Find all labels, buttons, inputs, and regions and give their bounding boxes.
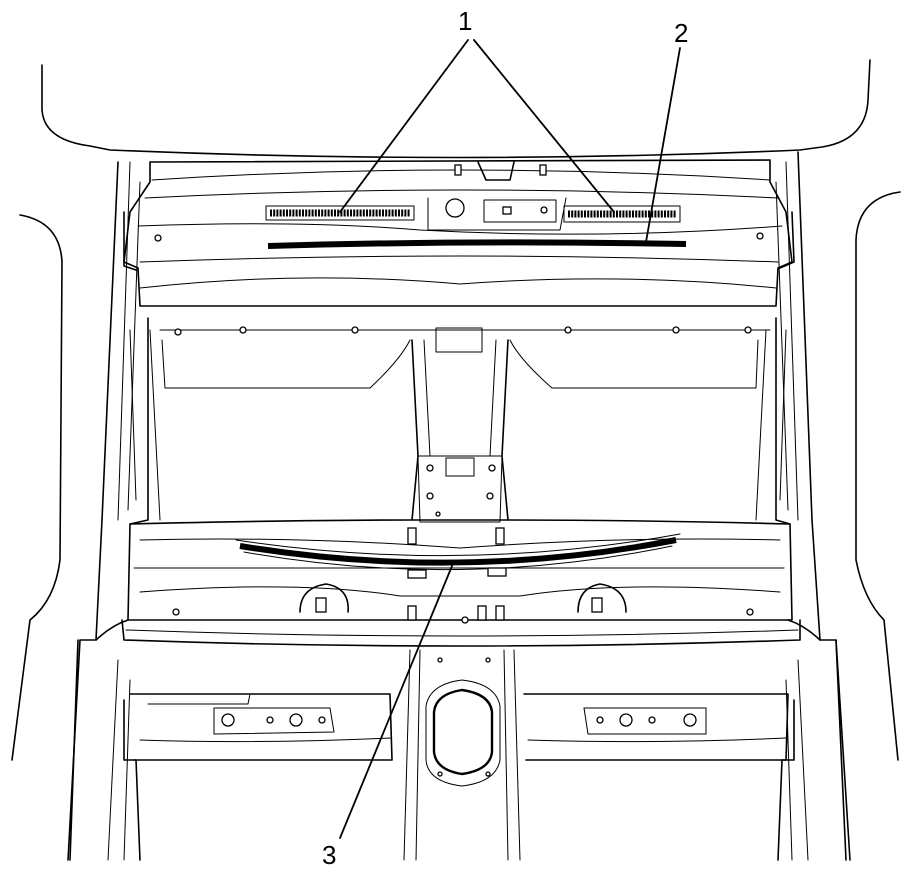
leader-1-right [473, 39, 615, 213]
center-channel [411, 327, 509, 523]
leader-1-left [339, 39, 469, 213]
left-side-rail [67, 161, 141, 861]
leader-lines [339, 39, 681, 839]
front-roof-header [123, 159, 795, 307]
rear-lower-section [123, 649, 795, 861]
right-side-rail [775, 151, 851, 861]
roof-outer-outline [11, 59, 901, 761]
rear-sealer-strip [239, 537, 677, 566]
leader-2 [645, 47, 681, 243]
front-sealer-strips [265, 205, 687, 249]
roof-inner-panel [129, 317, 791, 525]
callout-2: 2 [674, 18, 688, 48]
leader-3 [339, 565, 453, 839]
callout-labels: 1 2 3 [322, 6, 688, 870]
rear-roof-bow [121, 519, 801, 647]
callout-1: 1 [458, 6, 472, 36]
callout-3: 3 [322, 840, 336, 870]
sealer-strip-long [267, 239, 687, 249]
